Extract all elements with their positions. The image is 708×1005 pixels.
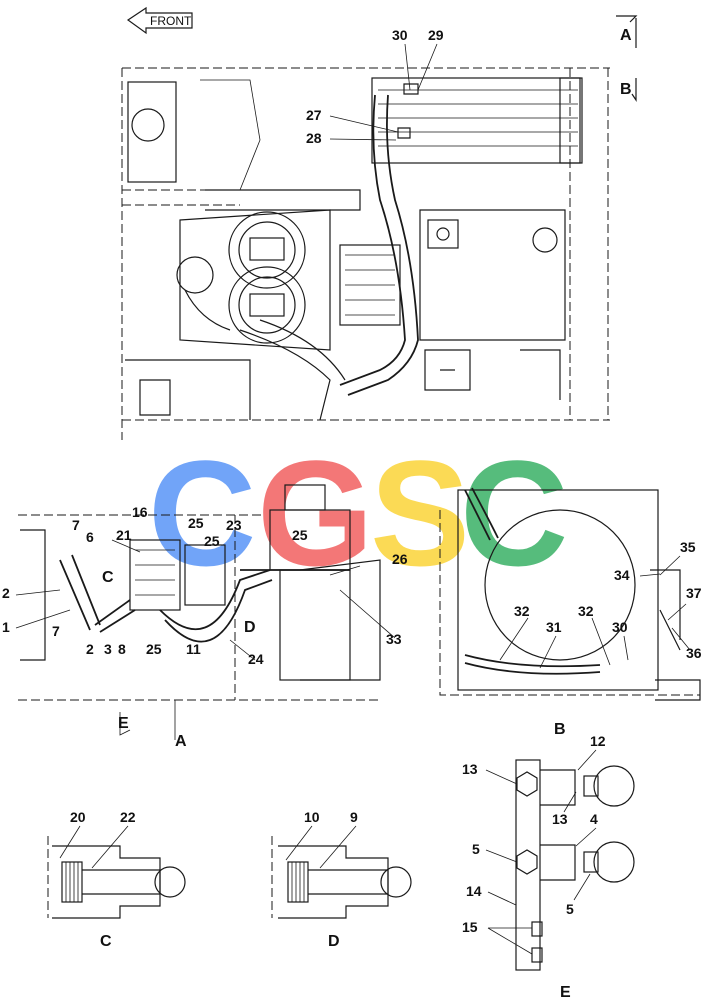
callout-24: 24 bbox=[248, 651, 264, 667]
view-b-title: B bbox=[554, 721, 566, 738]
view-e-ref: E bbox=[118, 715, 129, 732]
front-arrow: FRONT bbox=[126, 6, 193, 35]
callout-2b: 2 bbox=[86, 641, 94, 657]
callout-26: 26 bbox=[392, 551, 408, 567]
view-a-ref: A bbox=[620, 27, 632, 44]
callout-36: 36 bbox=[686, 645, 702, 661]
view-d-title: D bbox=[328, 933, 340, 950]
view-a-title: A bbox=[175, 733, 187, 750]
callout-11: 11 bbox=[186, 641, 201, 657]
callout-5b: 5 bbox=[566, 901, 574, 917]
watermark-letter-c2: C bbox=[460, 429, 568, 597]
main-pump bbox=[176, 209, 331, 351]
callout-12: 12 bbox=[590, 733, 606, 749]
callout-15: 15 bbox=[462, 919, 478, 935]
callout-25b: 25 bbox=[204, 533, 220, 549]
callout-13a: 13 bbox=[462, 761, 478, 777]
callout-32a: 32 bbox=[514, 603, 530, 619]
watermark-letter-c: C bbox=[148, 429, 256, 597]
callout-9: 9 bbox=[350, 809, 358, 825]
callout-30: 30 bbox=[392, 27, 408, 43]
view-c-detail: 20 22 C bbox=[47, 809, 186, 950]
callout-23: 23 bbox=[226, 517, 242, 533]
view-d-ref: D bbox=[244, 619, 256, 636]
callout-1: 1 bbox=[2, 619, 10, 635]
callout-33: 33 bbox=[386, 631, 402, 647]
view-a-marker: A bbox=[616, 15, 638, 48]
callout-7b: 7 bbox=[52, 623, 60, 639]
callout-14: 14 bbox=[466, 883, 482, 899]
view-d-detail: 10 9 D bbox=[271, 809, 412, 950]
callout-3: 3 bbox=[104, 641, 112, 657]
view-a-detail: 7 6 16 21 25 23 25 25 26 2 1 7 2 3 8 25 … bbox=[2, 484, 408, 750]
callout-25d: 25 bbox=[146, 641, 162, 657]
callout-20: 20 bbox=[70, 809, 86, 825]
callout-10: 10 bbox=[304, 809, 320, 825]
front-label: FRONT bbox=[150, 14, 192, 28]
callout-2a: 2 bbox=[2, 585, 10, 601]
callout-35: 35 bbox=[680, 539, 696, 555]
callout-30b: 30 bbox=[612, 619, 628, 635]
view-c-title: C bbox=[100, 933, 112, 950]
view-e-title: E bbox=[560, 984, 571, 1000]
callout-7a: 7 bbox=[72, 517, 80, 533]
callout-16: 16 bbox=[132, 504, 148, 520]
callout-31: 31 bbox=[546, 619, 562, 635]
callout-28: 28 bbox=[306, 130, 322, 146]
callout-22: 22 bbox=[120, 809, 136, 825]
callout-34: 34 bbox=[614, 567, 630, 583]
watermark-letter-s: S bbox=[370, 429, 470, 597]
control-valve bbox=[339, 244, 401, 326]
callout-29: 29 bbox=[428, 27, 444, 43]
watermark-letter-g: G bbox=[257, 429, 374, 597]
callout-5a: 5 bbox=[472, 841, 480, 857]
view-b-detail: 35 34 37 36 32 32 31 30 B bbox=[439, 487, 702, 738]
callout-32b: 32 bbox=[578, 603, 594, 619]
callout-8: 8 bbox=[118, 641, 126, 657]
view-b-ref: B bbox=[620, 81, 632, 98]
main-plan-view: FRONT A B bbox=[121, 6, 638, 440]
view-c-ref: C bbox=[102, 569, 114, 586]
cgsc-watermark: C G S C bbox=[148, 429, 568, 597]
callout-25c: 25 bbox=[292, 527, 308, 543]
callout-27: 27 bbox=[306, 107, 322, 123]
view-b-marker: B bbox=[620, 78, 637, 102]
view-e-detail: 12 13 13 4 5 5 14 15 E bbox=[462, 733, 635, 1001]
callout-4: 4 bbox=[590, 811, 598, 827]
callout-6: 6 bbox=[86, 529, 94, 545]
callout-25a: 25 bbox=[188, 515, 204, 531]
callout-37: 37 bbox=[686, 585, 702, 601]
callout-21: 21 bbox=[116, 527, 132, 543]
callout-13b: 13 bbox=[552, 811, 568, 827]
